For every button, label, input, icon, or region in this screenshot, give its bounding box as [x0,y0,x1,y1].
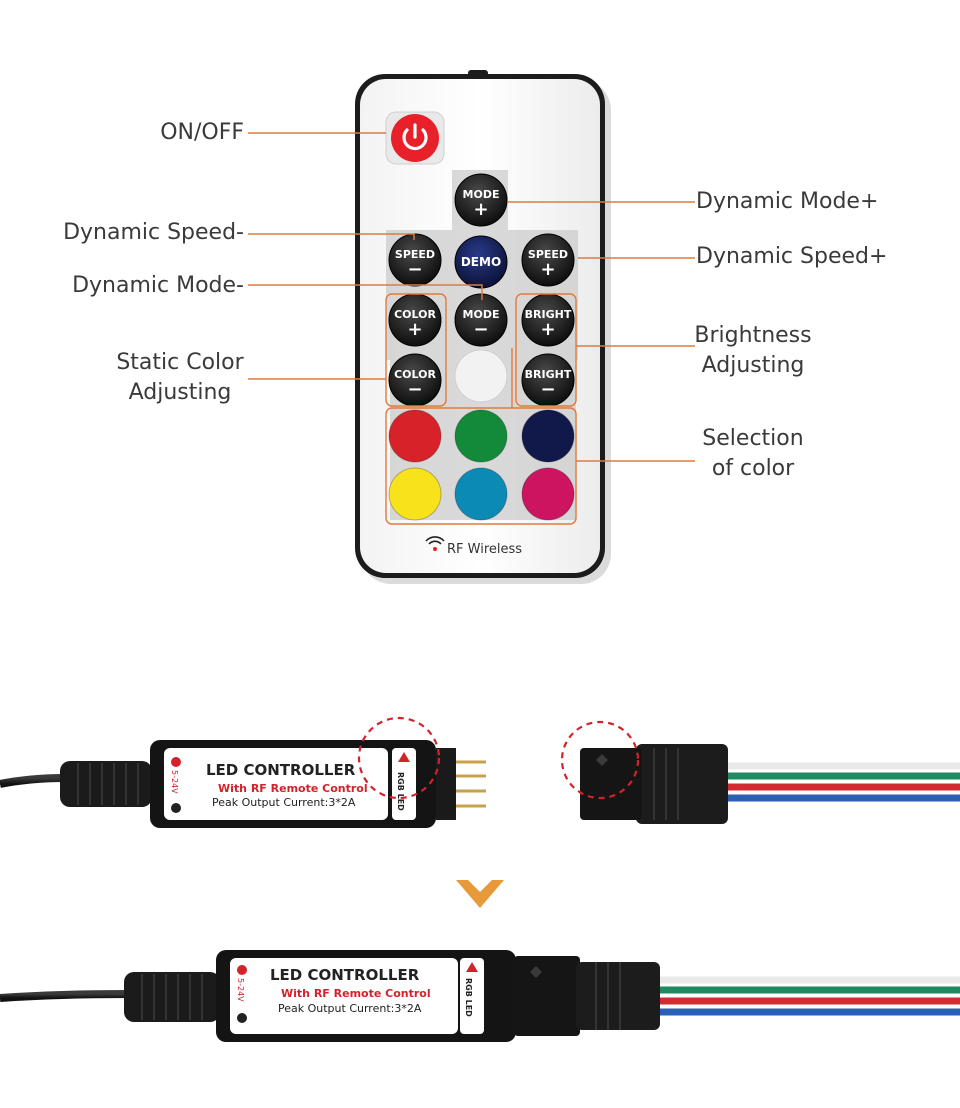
callout-selection: Selection of color [676,424,830,484]
controller-subtitle-1: With RF Remote Control [218,782,368,795]
callout-dynamic-mode-minus: Dynamic Mode- [72,273,244,298]
callout-static-color: Static Color Adjusting [90,348,270,408]
callout-static-color-line1: Static Color [116,350,244,375]
callout-static-color-line2: Adjusting [128,380,232,405]
color-plus-button-sign: + [407,319,422,340]
callout-lines [248,132,695,462]
power-icon [402,123,428,151]
rf-wireless-label: RF Wireless [425,536,522,557]
color-plus-button[interactable]: COLOR+ [388,293,442,347]
wifi-icon [425,536,445,551]
bright-plus-button-label: BRIGHT [525,308,572,321]
speed-minus-button-label: SPEED [395,248,435,261]
callout-brightness-line2: Adjusting [701,353,805,378]
controller-title-2: LED CONTROLLER [270,966,420,984]
callout-brightness-line1: Brightness [694,323,812,348]
magenta-color-button[interactable] [521,467,575,521]
mode-plus-button-label: MODE [463,188,500,201]
rf-remote: MODE+SPEED−DEMOSPEED+COLOR+MODE−BRIGHT+C… [355,70,611,584]
color-minus-button-sign: − [407,379,422,400]
callout-on-off: ON/OFF [160,120,244,145]
arrow-down-icon [456,880,504,908]
rgb-led-label-2: RGB LED [464,978,473,1017]
demo-button[interactable]: DEMO [454,235,508,289]
speed-plus-button-sign: + [540,259,555,280]
controller-subtitle-2: With RF Remote Control [281,987,431,1000]
callout-dynamic-mode-plus: Dynamic Mode+ [696,189,879,214]
mode-minus-button[interactable]: MODE− [454,293,508,347]
controller-title-1: LED CONTROLLER [206,761,356,779]
white-color-button[interactable] [454,349,508,403]
callout-dynamic-speed-plus: Dynamic Speed+ [696,244,888,269]
callout-brightness: Brightness Adjusting [676,321,830,381]
controller-connected: LED CONTROLLER With RF Remote Control Pe… [0,950,960,1042]
mode-plus-button[interactable]: MODE+ [454,173,508,227]
color-minus-button-label: COLOR [394,368,436,381]
speed-plus-button-label: SPEED [528,248,568,261]
speed-minus-button-sign: − [407,259,422,280]
rf-wireless-text: RF Wireless [447,542,522,557]
bright-minus-button-sign: − [540,379,555,400]
mode-minus-button-sign: − [473,319,488,340]
mode-minus-button-label: MODE [463,308,500,321]
callout-dynamic-speed-minus: Dynamic Speed- [63,220,244,245]
cyan-color-button[interactable] [454,467,508,521]
group-outlines [385,293,577,525]
callout-selection-line1: Selection [702,426,804,451]
speed-plus-button[interactable]: SPEED+ [521,233,575,287]
navy-color-button[interactable] [521,409,575,463]
mode-plus-button-sign: + [473,199,488,220]
bright-minus-button[interactable]: BRIGHT− [521,353,575,407]
rgb-led-label-1: RGB LED [396,772,405,811]
controller-peak-1: Peak Output Current:3*2A [212,796,356,809]
voltage-label-1: 5-24V [170,770,179,794]
green-color-button[interactable] [454,409,508,463]
controller-separated: LED CONTROLLER With RF Remote Control Pe… [0,716,486,828]
voltage-label-2: 5-24V [236,978,245,1002]
yellow-color-button[interactable] [388,467,442,521]
power-button[interactable] [385,111,445,165]
callout-selection-line2: of color [711,456,795,481]
color-minus-button[interactable]: COLOR− [388,353,442,407]
bright-plus-button-sign: + [540,319,555,340]
red-color-button[interactable] [388,409,442,463]
demo-button-label: DEMO [461,255,501,269]
color-plus-button-label: COLOR [394,308,436,321]
strip-connector-separated [560,720,960,824]
bright-plus-button[interactable]: BRIGHT+ [521,293,575,347]
speed-minus-button[interactable]: SPEED− [388,233,442,287]
bright-minus-button-label: BRIGHT [525,368,572,381]
controller-peak-2: Peak Output Current:3*2A [278,1002,422,1015]
